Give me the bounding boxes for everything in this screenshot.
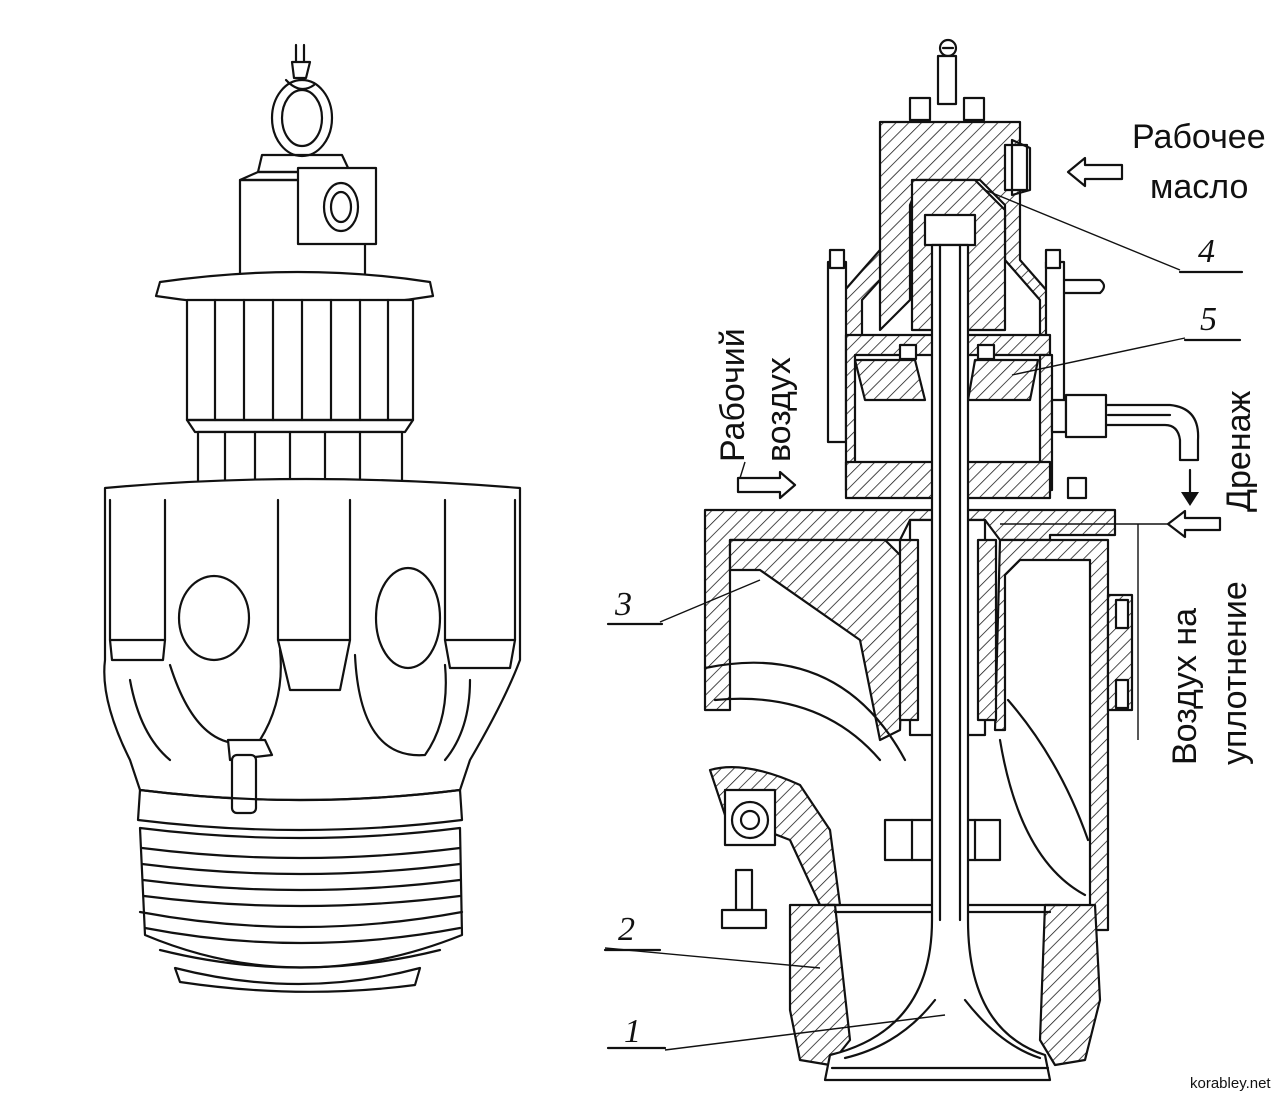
inspection-cover-left [177,574,251,662]
valve-external-view [103,43,522,993]
air-inlet-arrow [736,461,797,500]
side-bracket [708,766,842,930]
label-drainage: Дренаж [1220,390,1258,512]
valve-section-view [603,38,1244,1082]
air-piston-left [853,358,927,402]
oil-inlet-arrow [1066,156,1124,188]
label-working-air-line2: воздух [760,357,798,462]
label-working-oil-line1: Рабочее [1132,118,1266,156]
lifting-eye [270,43,334,158]
callout-3: 3 [614,586,632,623]
drain-fitting [1050,393,1200,500]
label-seal-air: Воздух на уплотнение [1166,581,1254,765]
label-seal-air-line2: уплотнение [1216,581,1254,765]
spring-cage [185,298,415,422]
inspection-cover-right [374,566,442,670]
drain-arrow [1181,468,1199,506]
leader-lines [604,189,1186,1051]
callout-1: 1 [624,1013,641,1050]
valve-stem [823,213,1052,1082]
callout-5: 5 [1200,301,1217,338]
seal-air-arrow [1000,509,1222,740]
watermark: korabley.net [1190,1075,1271,1092]
air-piston-right [966,358,1040,402]
label-working-air: Рабочий воздух [714,328,798,462]
label-working-air-line1: Рабочий [714,328,752,462]
label-working-oil-line2: масло [1150,168,1248,206]
label-seal-air-line1: Воздух на [1166,608,1204,765]
seat-threads [138,826,464,993]
label-working-oil: Рабочее масло [1132,118,1266,206]
top-indicator-rod [936,38,958,106]
callout-4: 4 [1198,233,1215,270]
callout-2: 2 [618,911,635,948]
seat-cage-left [788,903,852,1067]
oil-port-block [296,166,378,246]
seat-cage-right [1038,903,1102,1067]
